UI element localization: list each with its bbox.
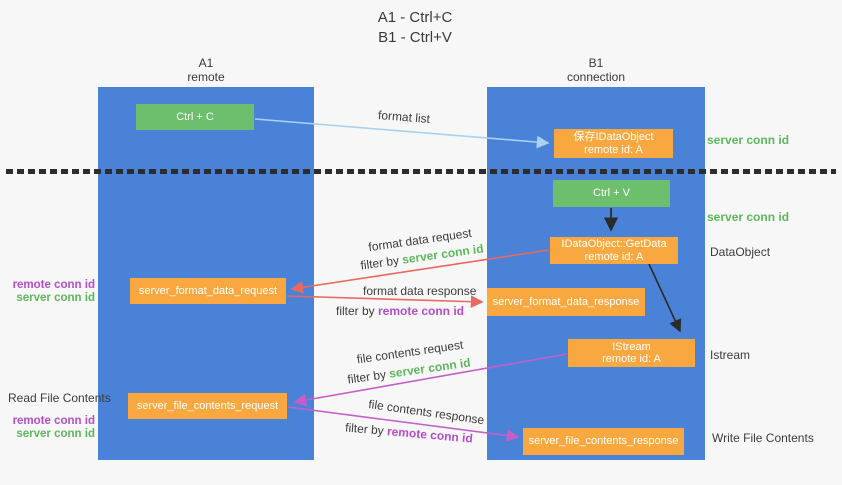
file-contents-response-text: file contents response	[367, 397, 486, 428]
filter-by-text: filter by	[346, 366, 391, 387]
node-save-idataobject-line1: 保存IDataObject	[573, 131, 654, 143]
format-data-response-text: format data response	[363, 284, 477, 298]
node-idataobject-getdata: IDataObject::GetData remote id: A	[550, 237, 678, 264]
edge-label-filter-by-remote-conn-id-1: filter by remote conn id	[330, 304, 470, 318]
lane-b1-subtitle: connection	[566, 70, 626, 84]
node-server-file-contents-request: server_file_contents_request	[128, 393, 287, 419]
filter-by-text: filter by	[359, 252, 404, 273]
diagram-title: A1 - Ctrl+C B1 - Ctrl+V	[330, 8, 500, 48]
node-server-format-data-request: server_format_data_request	[130, 278, 286, 304]
label-server-conn-id-mid-right: server conn id	[707, 210, 790, 224]
label-read-file-contents: Read File Contents	[8, 391, 111, 405]
node-server-format-data-request-label: server_format_data_request	[138, 284, 278, 297]
node-getdata-line2: remote id: A	[584, 250, 644, 263]
remote-conn-id-text: remote conn id	[378, 304, 465, 318]
format-list-text: format list	[377, 107, 431, 127]
label-remote-conn-id-left-2: remote conn id	[12, 415, 95, 427]
lane-b1-title: B1	[588, 56, 604, 70]
label-server-conn-id-left-2: server conn id	[16, 427, 95, 440]
label-server-conn-id-top-right: server conn id	[707, 133, 790, 147]
label-server-conn-id-left-1: server conn id	[16, 291, 95, 304]
title-line-ctrl-v: B1 - Ctrl+V	[378, 29, 452, 46]
node-server-format-data-response: server_format_data_response	[487, 288, 645, 316]
conn-id-pair-format: remote conn id server conn id	[9, 279, 95, 305]
node-server-format-data-response-label: server_format_data_response	[492, 295, 640, 308]
label-remote-conn-id-left-1: remote conn id	[12, 279, 95, 291]
edge-label-file-contents-response: file contents response	[367, 397, 486, 428]
filter-by-text: filter by	[335, 304, 378, 318]
edge-label-format-list: format list	[358, 106, 451, 127]
lane-a1-subtitle: remote	[187, 70, 225, 84]
node-server-file-contents-request-label: server_file_contents_request	[136, 399, 279, 412]
title-line-ctrl-c: A1 - Ctrl+C	[377, 9, 453, 26]
label-write-file-contents: Write File Contents	[712, 431, 814, 445]
node-ctrl-c-label: Ctrl + C	[176, 110, 214, 123]
conn-id-pair-file: remote conn id server conn id	[9, 415, 95, 441]
session-separator-dotted-line	[6, 169, 836, 174]
node-save-idataobject-line2: remote id: A	[584, 143, 643, 156]
node-istream-line2: remote id: A	[602, 353, 661, 365]
edge-label-filter-by-remote-conn-id-2: filter by remote conn id	[339, 420, 480, 446]
lane-header-a1: A1 remote	[146, 56, 266, 84]
node-istream: IStream remote id: A	[568, 339, 695, 367]
node-istream-line1: IStream	[612, 340, 651, 353]
node-server-file-contents-response-label: server_file_contents_response	[528, 435, 679, 448]
remote-conn-id-text: remote conn id	[386, 424, 474, 446]
lane-a1-title: A1	[198, 56, 214, 70]
node-ctrl-c: Ctrl + C	[136, 104, 254, 130]
filter-by-text: filter by	[344, 420, 388, 439]
node-save-idataobject: 保存IDataObject remote id: A	[554, 129, 673, 158]
node-ctrl-v-label: Ctrl + V	[593, 187, 630, 200]
node-getdata-line1: IDataObject::GetData	[561, 238, 667, 250]
node-ctrl-v: Ctrl + V	[553, 180, 670, 207]
label-dataobject: DataObject	[710, 245, 771, 259]
lane-header-b1: B1 connection	[536, 56, 656, 84]
label-istream: Istream	[710, 348, 751, 362]
edge-label-format-data-response: format data response	[363, 284, 476, 298]
node-server-file-contents-response: server_file_contents_response	[523, 428, 684, 455]
